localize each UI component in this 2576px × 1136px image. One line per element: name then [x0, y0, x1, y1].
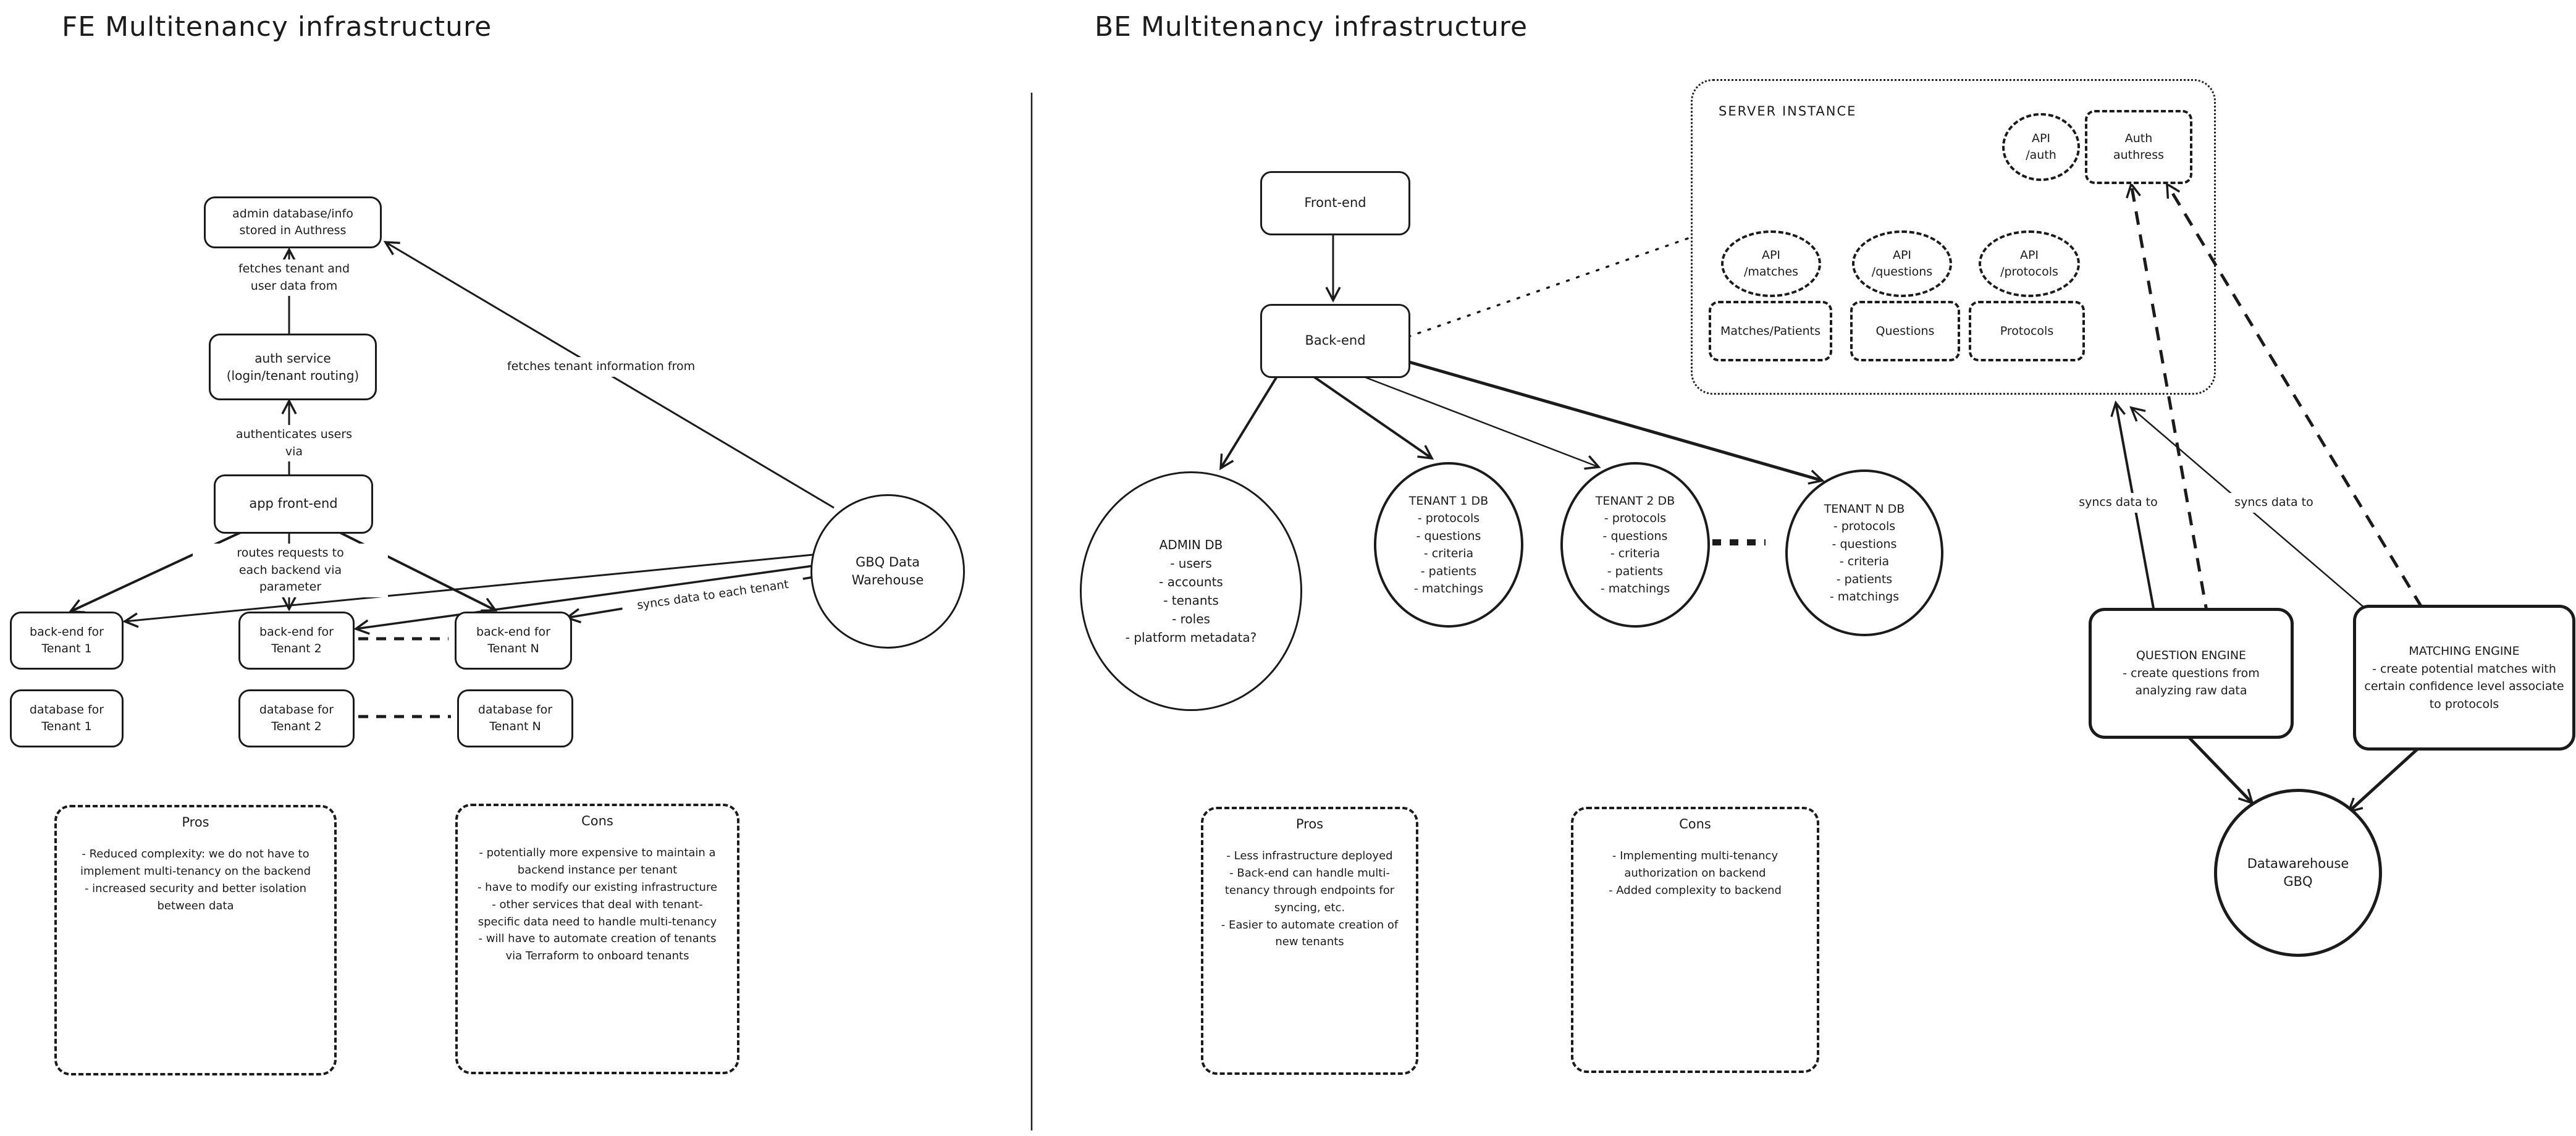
be-backend-label: Back-end — [1305, 333, 1366, 348]
fe-database-tenant1-label: database for Tenant 1 — [29, 703, 104, 733]
matching-engine-label: MATCHING ENGINE - create potential match… — [2364, 644, 2564, 711]
fe-label-fetches-tenant-user: fetches tenant and user data from — [196, 259, 392, 297]
arrow-gbq-to-backend1 — [122, 553, 814, 628]
arrow-qengine-to-authress-dashed — [2126, 182, 2210, 618]
fe-backend-tenant2-label: back-end for Tenant 2 — [259, 625, 334, 655]
api-protocols-node: API /protocols — [1979, 230, 2080, 297]
fe-cons-text: - potentially more expensive to maintain… — [477, 846, 718, 963]
fe-backend-tenantn-node: back-end for Tenant N — [455, 612, 572, 670]
matches-patients-node: Matches/Patients — [1709, 301, 1832, 361]
arrow-backend-to-admin-db — [1219, 374, 1279, 471]
fe-pros-text: - Reduced complexity: we do not have to … — [80, 848, 311, 912]
fe-auth-service-node: auth service (login/tenant routing) — [209, 334, 377, 400]
arrow-gbq-to-backend2 — [353, 565, 814, 635]
questions-label: Questions — [1875, 324, 1935, 338]
api-auth-label: API /auth — [2026, 132, 2056, 162]
arrow-qengine-to-datawarehouse — [2182, 730, 2254, 805]
tenant1-db-node: TENANT 1 DB - protocols - questions - cr… — [1374, 462, 1523, 628]
server-instance-group — [1691, 79, 2216, 395]
fe-database-tenant2-node: database for Tenant 2 — [238, 689, 355, 747]
fe-backend-tenant1-label: back-end for Tenant 1 — [30, 625, 104, 655]
datawarehouse-gbq-node: Datawarehouse GBQ — [2214, 789, 2382, 957]
link-backend-to-server-instance — [1407, 237, 1691, 338]
api-matches-node: API /matches — [1721, 230, 1821, 297]
arrow-mengine-to-datawarehouse — [2347, 742, 2425, 814]
matches-patients-label: Matches/Patients — [1720, 324, 1821, 338]
be-frontend-node: Front-end — [1260, 171, 1410, 235]
api-protocols-label: API /protocols — [2000, 248, 2058, 279]
be-admin-db-node: ADMIN DB - users - accounts - tenants - … — [1080, 471, 1302, 711]
fe-cons-title: Cons — [581, 814, 613, 828]
question-engine-label: QUESTION ENGINE - create questions from … — [2123, 649, 2260, 698]
datawarehouse-gbq-label: Datawarehouse GBQ — [2247, 856, 2349, 889]
auth-authress-label: Auth authress — [2113, 132, 2165, 162]
tenant2-db-node: TENANT 2 DB - protocols - questions - cr… — [1560, 462, 1710, 628]
protocols-label: Protocols — [2000, 324, 2054, 338]
arrow-backend-to-tenant2 — [1358, 374, 1601, 470]
be-frontend-label: Front-end — [1304, 195, 1366, 211]
be-title: BE Multitenancy infrastructure — [1095, 11, 1528, 43]
fe-label-fetches-tenant-info: fetches tenant information from — [494, 357, 708, 377]
fe-label-authenticates: authenticates users via — [196, 425, 392, 462]
fe-cons-panel: Cons - potentially more expensive to mai… — [455, 804, 739, 1074]
api-questions-label: API /questions — [1871, 248, 1933, 279]
fe-admin-db-node: admin database/info stored in Authress — [204, 196, 382, 248]
be-cons-title: Cons — [1679, 817, 1711, 831]
be-label-syncs-data-1: syncs data to — [2061, 493, 2176, 513]
tenantn-db-node: TENANT N DB - protocols - questions - cr… — [1785, 469, 1943, 636]
arrow-app-to-backendn — [334, 529, 498, 612]
server-instance-label: SERVER INSTANCE — [1719, 104, 1857, 119]
matching-engine-node: MATCHING ENGINE - create potential match… — [2353, 605, 2575, 751]
be-pros-title: Pros — [1295, 817, 1324, 831]
fe-database-tenantn-node: database for Tenant N — [457, 689, 573, 747]
tenantn-db-label: TENANT N DB - protocols - questions - cr… — [1824, 502, 1905, 604]
fe-title: FE Multitenancy infrastructure — [62, 11, 492, 43]
arrow-mengine-to-authress-dashed — [2165, 182, 2436, 629]
arrow-backend-to-tenant1 — [1311, 374, 1434, 460]
be-cons-panel: Cons - Implementing multi-tenancy author… — [1571, 807, 1819, 1073]
api-questions-node: API /questions — [1852, 230, 1952, 297]
fe-backend-tenant1-node: back-end for Tenant 1 — [10, 612, 124, 670]
fe-backend-tenantn-label: back-end for Tenant N — [476, 625, 550, 655]
be-label-syncs-data-2: syncs data to — [2216, 493, 2331, 513]
fe-auth-service-label: auth service (login/tenant routing) — [226, 351, 360, 383]
api-auth-node: API /auth — [2002, 113, 2080, 181]
fe-database-tenantn-label: database for Tenant N — [478, 703, 553, 733]
fe-admin-db-label: admin database/info stored in Authress — [232, 207, 353, 237]
fe-pros-title: Pros — [182, 815, 209, 830]
fe-database-tenant1-node: database for Tenant 1 — [10, 689, 124, 747]
fe-gbq-warehouse-node: GBQ Data Warehouse — [810, 494, 965, 649]
be-pros-text: - Less infrastructure deployed - Back-en… — [1221, 849, 1399, 949]
fe-app-frontend-node: app front-end — [214, 474, 373, 534]
tenant2-db-label: TENANT 2 DB - protocols - questions - cr… — [1595, 494, 1675, 596]
fe-database-tenant2-label: database for Tenant 2 — [259, 703, 334, 733]
be-cons-text: - Implementing multi-tenancy authorizati… — [1609, 849, 1782, 897]
questions-node: Questions — [1850, 301, 1960, 361]
fe-gbq-warehouse-label: GBQ Data Warehouse — [851, 554, 924, 587]
be-pros-panel: Pros - Less infrastructure deployed - Ba… — [1201, 807, 1418, 1075]
arrow-mengine-to-server — [2129, 406, 2401, 639]
api-matches-label: API /matches — [1743, 248, 1799, 279]
be-admin-db-label: ADMIN DB - users - accounts - tenants - … — [1125, 537, 1257, 645]
fe-pros-panel: Pros - Reduced complexity: we do not hav… — [54, 805, 337, 1075]
arrow-backend-to-tenantn — [1408, 360, 1825, 485]
question-engine-node: QUESTION ENGINE - create questions from … — [2089, 608, 2294, 739]
tenant1-db-label: TENANT 1 DB - protocols - questions - cr… — [1408, 494, 1489, 596]
auth-authress-node: Auth authress — [2085, 110, 2192, 184]
protocols-node: Protocols — [1969, 301, 2085, 361]
fe-backend-tenant2-node: back-end for Tenant 2 — [238, 612, 355, 670]
fe-label-routes: routes requests to each backend via para… — [193, 544, 388, 597]
be-backend-node: Back-end — [1260, 304, 1410, 378]
fe-app-frontend-label: app front-end — [249, 496, 338, 511]
